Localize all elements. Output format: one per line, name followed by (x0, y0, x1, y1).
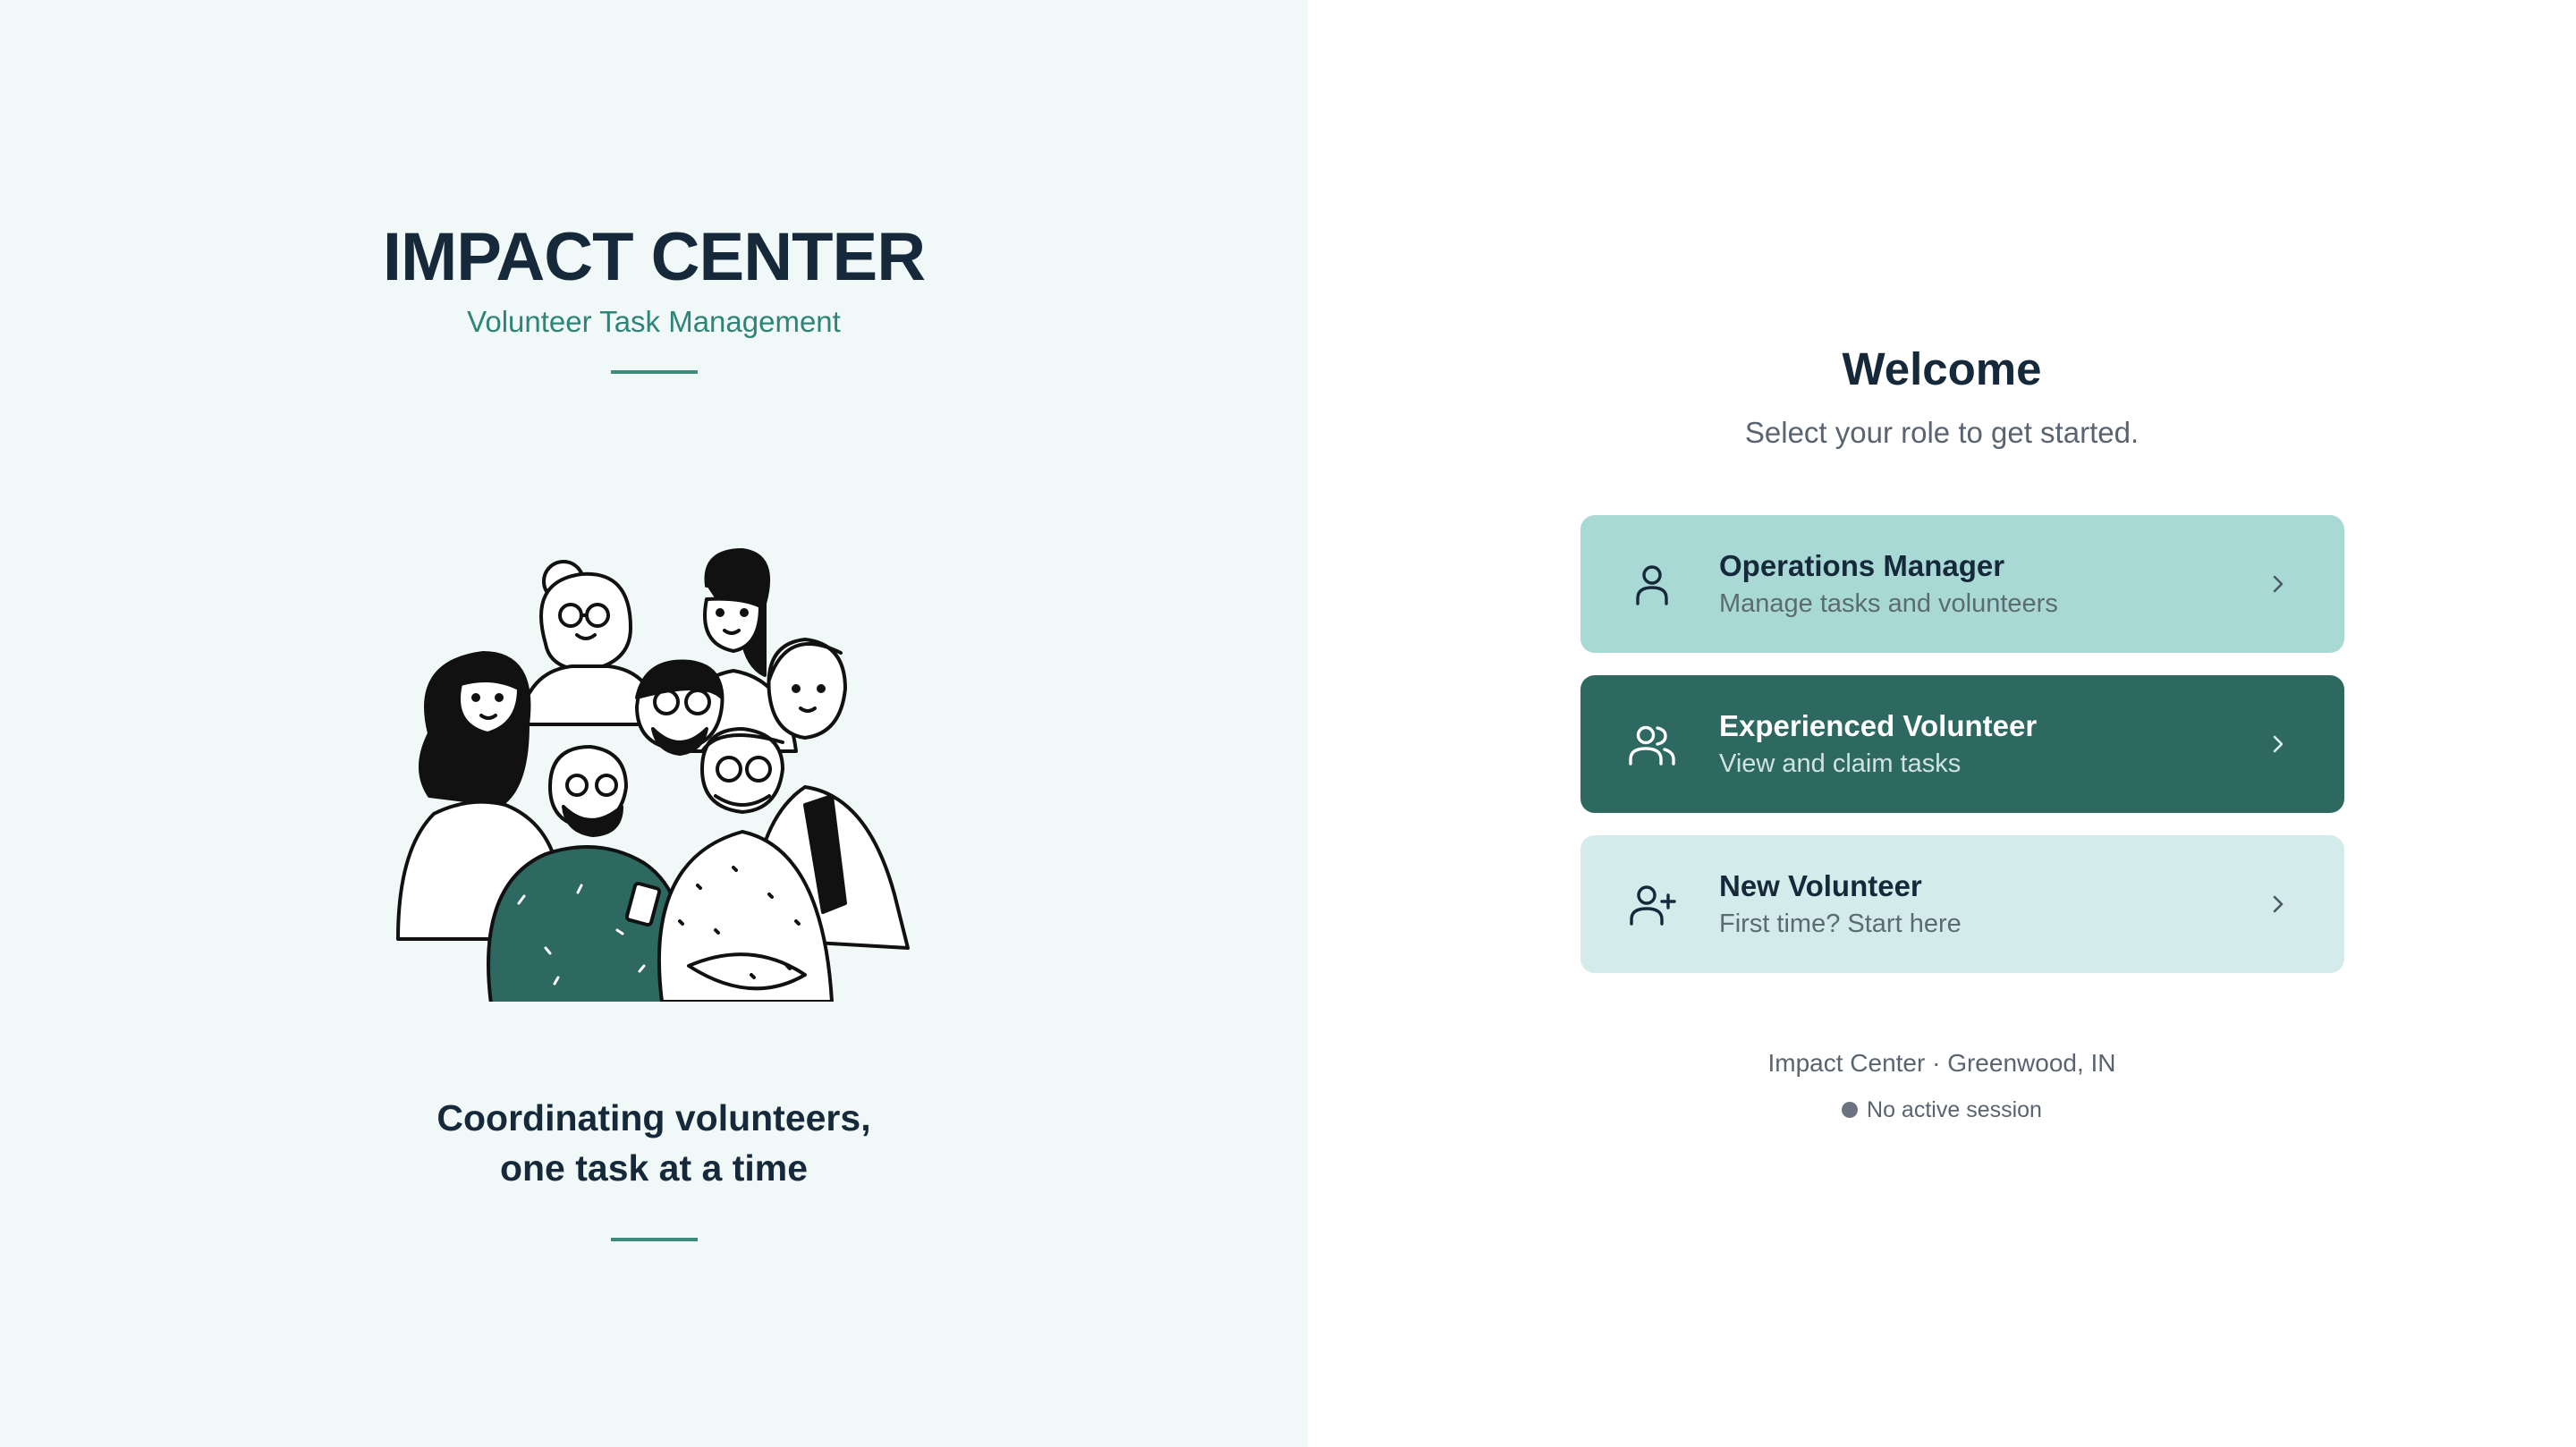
user-icon (1636, 565, 1668, 605)
brand-title: IMPACT CENTER (382, 219, 926, 295)
brand-subtitle: Volunteer Task Management (467, 305, 841, 338)
role-title: Experienced Volunteer (1719, 709, 2038, 742)
footer-location: Impact Center · Greenwood, IN (1767, 1049, 2116, 1077)
role-title: Operations Manager (1719, 549, 2005, 582)
tagline-line-2: one task at a time (499, 1147, 809, 1189)
divider-bottom (611, 1238, 698, 1241)
welcome-title: Welcome (1842, 343, 2042, 394)
role-description: View and claim tasks (1719, 749, 1962, 778)
role-description: First time? Start here (1719, 910, 1962, 938)
chevron-right-icon (2273, 735, 2284, 753)
tagline-line-1: Coordinating volunteers, (436, 1097, 871, 1138)
role-card-new-volunteer[interactable]: New Volunteer First time? Start here (1580, 835, 2344, 973)
role-card-operations-manager[interactable]: Operations Manager Manage tasks and volu… (1580, 515, 2344, 653)
brand-panel: IMPACT CENTER Volunteer Task Management (0, 0, 1308, 1447)
role-title: New Volunteer (1719, 869, 1922, 902)
session-status: No active session (1308, 1095, 2576, 1125)
chevron-right-icon (2273, 895, 2284, 913)
volunteers-illustration (396, 548, 910, 1002)
role-card-experienced-volunteer[interactable]: Experienced Volunteer View and claim tas… (1580, 675, 2344, 813)
chevron-right-icon (2273, 575, 2284, 593)
tagline: Coordinating volunteers, one task at a t… (0, 1093, 1308, 1193)
role-description: Manage tasks and volunteers (1719, 589, 2058, 618)
welcome-subtitle: Select your role to get started. (1744, 416, 2140, 449)
users-icon (1629, 725, 1675, 766)
user-plus-icon (1630, 885, 1676, 926)
divider-top (611, 370, 698, 374)
session-status-text: No active session (1867, 1097, 2042, 1122)
status-dot-icon (1842, 1102, 1859, 1118)
